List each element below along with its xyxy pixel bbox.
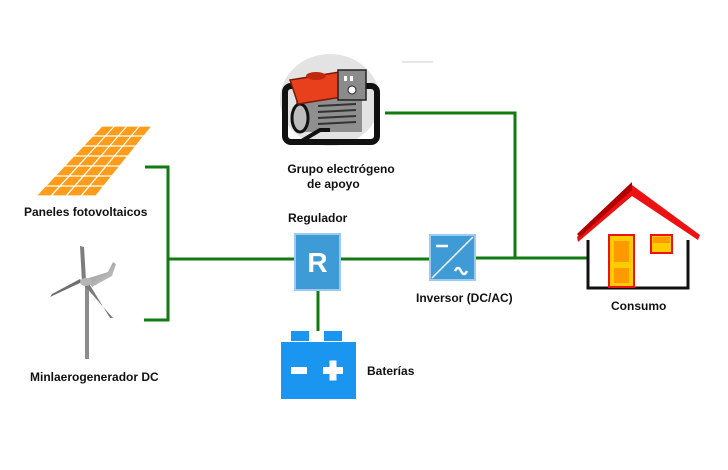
wind-label: Minlaerogenerador DC (30, 370, 159, 384)
generator-outlet (347, 85, 357, 95)
solar-cell (75, 146, 95, 156)
regulator-glyph: R (307, 247, 327, 278)
solar-cell (106, 126, 126, 136)
turbine-hub (80, 278, 92, 286)
solar-cell (119, 126, 139, 136)
solar-cell (46, 176, 68, 186)
house-walls (586, 240, 690, 290)
wire-source-bracket (144, 165, 170, 322)
solar-cell (115, 146, 135, 156)
battery-minus-sign (291, 367, 307, 374)
house-roof-shade (577, 182, 632, 237)
house-roof (577, 185, 700, 242)
solar-cell (56, 166, 77, 176)
solar-cell (79, 156, 100, 166)
wind-turbine-icon (50, 246, 116, 359)
generator-fins (317, 103, 357, 125)
wires (144, 111, 587, 331)
house-icon (577, 182, 700, 290)
battery-plus-v (329, 360, 337, 381)
solar-cell (124, 136, 143, 146)
solar-cell (88, 146, 109, 156)
solar-cell (132, 126, 151, 136)
house-door-panel-bottom (614, 268, 629, 283)
turbine-pole (85, 283, 89, 359)
solar-cell (84, 136, 105, 146)
inverter-ac-symbol (453, 266, 469, 276)
solar-cell (107, 156, 127, 166)
battery-terminal-positive (324, 331, 342, 341)
generator-label-line2: de apoyo (307, 177, 360, 191)
turbine-blade-left (50, 279, 82, 297)
solar-cell (52, 186, 74, 196)
battery-terminal-negative (291, 331, 309, 341)
solar-cell (93, 156, 114, 166)
turbine-blade-right (84, 282, 113, 318)
wire-generator-to-house (385, 111, 517, 258)
regulator-label: Regulador (288, 211, 348, 225)
solar-cell (70, 166, 91, 176)
solar-cell (110, 136, 130, 146)
regulator-box (294, 233, 341, 291)
solar-cell (102, 146, 122, 156)
solar-cell (82, 186, 103, 196)
regulator-icon: R (294, 233, 341, 291)
generator-cap (306, 72, 326, 80)
house-label: Consumo (611, 299, 667, 313)
battery-icon (281, 331, 356, 399)
generator-label-line1: Grupo electrógeno (287, 162, 395, 176)
solar-label: Paneles fotovoltaicos (24, 205, 148, 219)
solar-cell (99, 166, 119, 176)
generator-panel (337, 69, 367, 101)
solar-cell (65, 156, 86, 166)
generator-alternator (290, 102, 310, 134)
inverter-diagonal (431, 236, 474, 279)
battery-label: Baterías (367, 364, 415, 378)
inverter-icon (429, 234, 476, 281)
solar-cell (93, 126, 114, 136)
house-door-panel-top (614, 241, 629, 262)
turbine-blade-up (80, 246, 86, 282)
turbine-tail (86, 262, 116, 287)
solar-panel-icon (37, 126, 151, 196)
generator-icon (280, 54, 380, 146)
solar-cell (97, 136, 117, 146)
solar-cell (37, 186, 59, 196)
solar-cell (61, 176, 82, 186)
solar-cell (67, 186, 88, 196)
solar-cell (76, 176, 97, 186)
solar-cell (90, 176, 111, 186)
solar-cell (84, 166, 105, 176)
inverter-label: Inversor (DC/AC) (416, 291, 513, 305)
